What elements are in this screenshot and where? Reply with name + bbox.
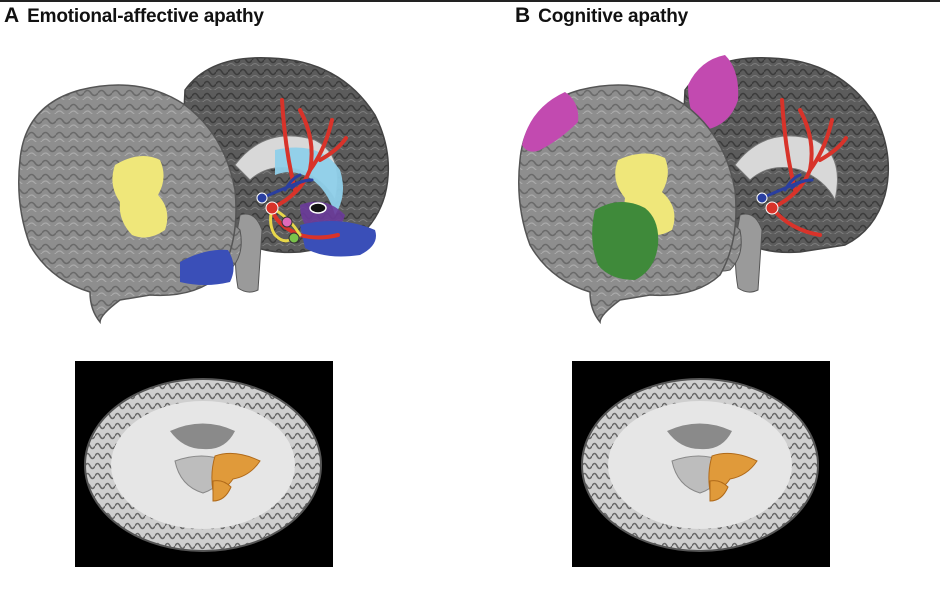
panel-a-title: Emotional-affective apathy xyxy=(27,6,264,27)
orange-region-thalamus-lower xyxy=(709,480,729,502)
light-blue-region xyxy=(275,147,344,215)
panel-b-label: B Cognitive apathy xyxy=(515,4,688,28)
panel-a-axial-svg xyxy=(84,378,322,552)
yellow-region xyxy=(112,156,168,238)
top-rule xyxy=(0,0,940,2)
magenta-region-lateral xyxy=(522,92,579,152)
ventricle xyxy=(667,423,732,450)
node-black xyxy=(309,202,327,214)
node-red xyxy=(265,201,279,215)
panel-b-letter: B xyxy=(515,4,531,27)
panel-a-letter: A xyxy=(4,4,20,27)
node-green xyxy=(288,232,300,244)
node-blue xyxy=(756,192,768,204)
ventricle xyxy=(170,423,235,450)
panel-a-brain-figure xyxy=(18,57,390,325)
panel-b-brain-figure xyxy=(518,55,890,325)
panel-a-axial-slice xyxy=(75,361,333,567)
node-blue xyxy=(256,192,268,204)
node-red xyxy=(765,201,779,215)
panel-b-title: Cognitive apathy xyxy=(538,6,689,27)
panel-b-axial-slice xyxy=(572,361,830,567)
blue-region-lateral xyxy=(180,249,234,285)
node-pink xyxy=(281,216,293,228)
magenta-region-medial xyxy=(688,55,739,130)
panel-b-axial-svg xyxy=(581,378,819,552)
green-region xyxy=(592,201,659,280)
orange-region-thalamus-lower xyxy=(212,480,232,502)
blue-region-medial xyxy=(300,221,376,257)
panel-a-label: A Emotional-affective apathy xyxy=(4,4,264,28)
